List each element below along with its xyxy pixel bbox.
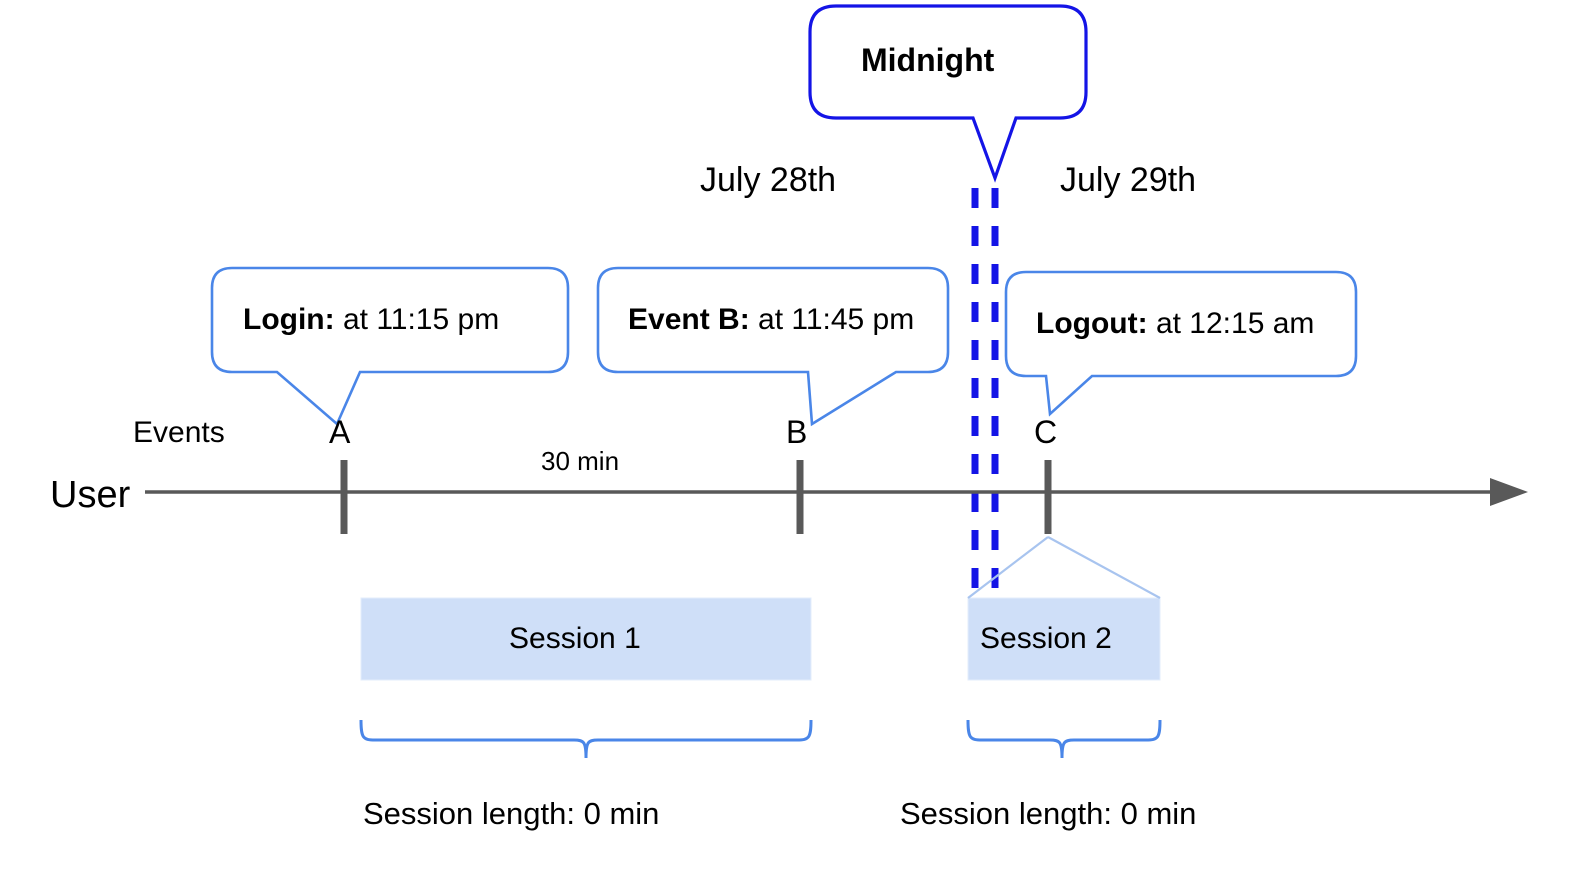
event-tick-marks xyxy=(340,460,1052,534)
session-2-box xyxy=(967,536,1161,681)
event-marker-label-a: A xyxy=(329,414,351,450)
eventb-callout-shape xyxy=(596,266,950,427)
logout-callout-shape xyxy=(1004,270,1358,417)
login-callout-rest: at 11:15 pm xyxy=(334,303,500,336)
session-1-brace xyxy=(359,719,813,759)
midnight-callout-shape xyxy=(808,4,1088,183)
midnight-dashed-lines xyxy=(971,188,999,600)
session-2-brace xyxy=(966,719,1162,759)
logout-callout-bold: Logout: xyxy=(1036,307,1148,340)
eventb-callout-text: Event B: at 11:45 pm xyxy=(628,305,914,335)
midnight-callout-label: Midnight xyxy=(861,42,995,78)
session-2-length-label: Session length: 0 min xyxy=(900,796,1197,831)
date-label-july-29: July 29th xyxy=(1060,161,1197,199)
event-marker-label-b: B xyxy=(786,414,808,450)
session-1-box xyxy=(360,597,812,681)
logout-callout-text: Logout: at 12:15 am xyxy=(1036,309,1314,339)
login-callout-bold: Login: xyxy=(243,303,335,336)
duration-label-30min: 30 min xyxy=(541,446,620,476)
logout-callout-rest: at 12:15 am xyxy=(1147,307,1315,340)
session-1-label: Session 1 xyxy=(509,622,641,655)
row-label-user: User xyxy=(50,474,131,516)
session-1-length-label: Session length: 0 min xyxy=(363,796,660,831)
event-marker-label-c: C xyxy=(1034,414,1058,450)
session-2-label: Session 2 xyxy=(980,622,1112,655)
eventb-callout-rest: at 11:45 pm xyxy=(749,303,915,336)
login-callout-shape xyxy=(210,266,570,427)
login-callout-text: Login: at 11:15 pm xyxy=(243,305,499,335)
timeline-axis xyxy=(145,478,1528,506)
row-label-events: Events xyxy=(133,416,225,449)
date-label-july-28: July 28th xyxy=(700,161,837,199)
eventb-callout-bold: Event B: xyxy=(628,303,750,336)
